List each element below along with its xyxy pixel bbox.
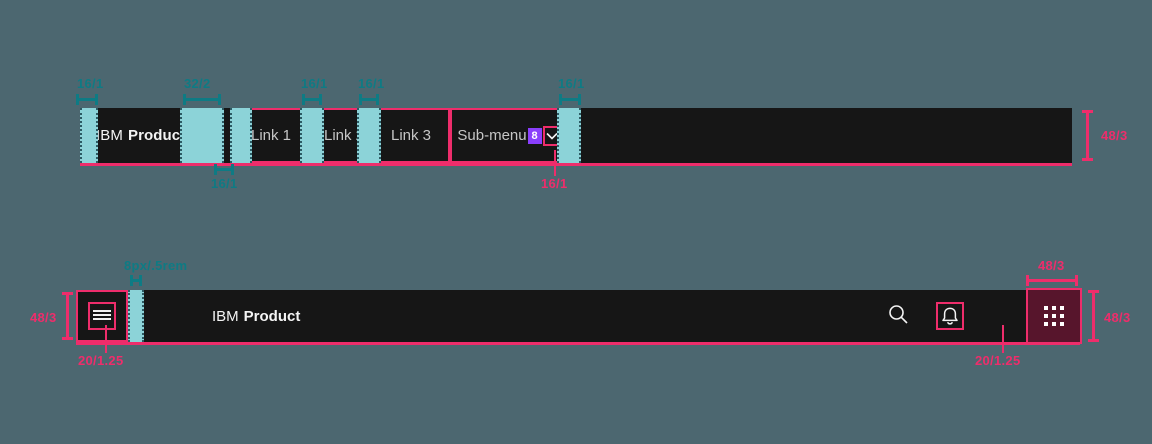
- annotation-row2-height-left: 48/3: [30, 310, 57, 325]
- brand-logo-row2[interactable]: IBM Product: [212, 290, 300, 342]
- nav-link-1-label: Link 1: [250, 127, 292, 144]
- nav-link-3[interactable]: Link 3: [372, 108, 450, 163]
- nav-link-3-label: Link 3: [390, 127, 432, 144]
- nav-submenu-label: Sub-menu: [457, 127, 527, 144]
- measure-row1-brand-bottom: [212, 164, 236, 175]
- brand-name: Product: [127, 127, 186, 144]
- annotation-row2-grid-width: 48/3: [1038, 258, 1065, 273]
- brand-prefix-row2: IBM: [212, 307, 239, 325]
- annotation-row1-link2-gap: 16/1: [358, 76, 385, 91]
- measure-row2-grid-width: [1024, 275, 1080, 286]
- search-button[interactable]: [872, 290, 924, 342]
- spacing-swatch-row1-after-brand: [230, 108, 252, 163]
- spacing-swatch-row2-brand: [128, 290, 144, 342]
- measure-row1-link1-gap: [300, 94, 324, 105]
- annotation-row1-right-gap: 16/1: [558, 76, 585, 91]
- measure-row2-brand-gap: [128, 275, 144, 286]
- leader-menu-icon: [105, 325, 107, 353]
- spacing-swatch-row1-link1: [300, 108, 324, 163]
- measure-row1-link2-gap: [357, 94, 381, 105]
- leader-chevron: [554, 150, 556, 176]
- spacing-swatch-row1-right: [557, 108, 581, 163]
- search-icon: [887, 303, 909, 330]
- nav-submenu[interactable]: Sub-menu 8: [450, 108, 568, 163]
- spacing-swatch-row1-link2: [357, 108, 381, 163]
- measure-row2-grid-height: [1088, 288, 1099, 344]
- notification-bell-icon: [936, 302, 964, 330]
- annotation-bell-icon-size: 20/1.25: [975, 353, 1021, 368]
- annotation-row1-link1-gap: 16/1: [301, 76, 328, 91]
- annotation-chevron-size: 16/1: [541, 176, 568, 191]
- annotation-row1-left-gap: 16/1: [77, 76, 104, 91]
- brand-name-row2: Product: [243, 307, 301, 325]
- condensed-nav-bar: IBM Product: [76, 288, 1082, 345]
- brand-logo-row1[interactable]: IBM Product: [96, 108, 185, 163]
- app-switcher-button[interactable]: [1026, 288, 1082, 344]
- spacing-swatch-row1-left: [80, 108, 98, 163]
- annotation-row1-brand-gap: 32/2: [184, 76, 211, 91]
- measure-row1-height: [1082, 108, 1093, 163]
- measure-row1-left-gap: [74, 94, 100, 105]
- nav-link-2-label: Link 2: [323, 127, 365, 144]
- annotation-menu-icon-size: 20/1.25: [78, 353, 124, 368]
- annotation-row2-brand-gap: 8px/.5rem: [124, 258, 188, 273]
- notifications-button[interactable]: [924, 290, 976, 342]
- spacing-swatch-row1-brand: [180, 108, 224, 163]
- leader-bell-icon: [1002, 325, 1004, 353]
- condensed-nav-bottom-rule: [76, 342, 1080, 345]
- brand-prefix: IBM: [96, 127, 123, 144]
- annotation-row1-brand-bottom: 16/1: [211, 176, 238, 191]
- nav-bottom-rule: [80, 163, 1072, 166]
- annotation-row1-height: 48/3: [1101, 128, 1128, 143]
- measure-row2-height-left: [62, 290, 73, 342]
- measure-row1-brand-gap: [181, 94, 223, 105]
- hamburger-menu-button[interactable]: [76, 290, 128, 342]
- submenu-badge: 8: [527, 127, 542, 144]
- hamburger-menu-icon: [88, 302, 116, 330]
- annotation-row2-grid-height: 48/3: [1104, 310, 1131, 325]
- measure-row1-right-gap: [557, 94, 583, 105]
- app-switcher-grid-icon: [1044, 306, 1064, 326]
